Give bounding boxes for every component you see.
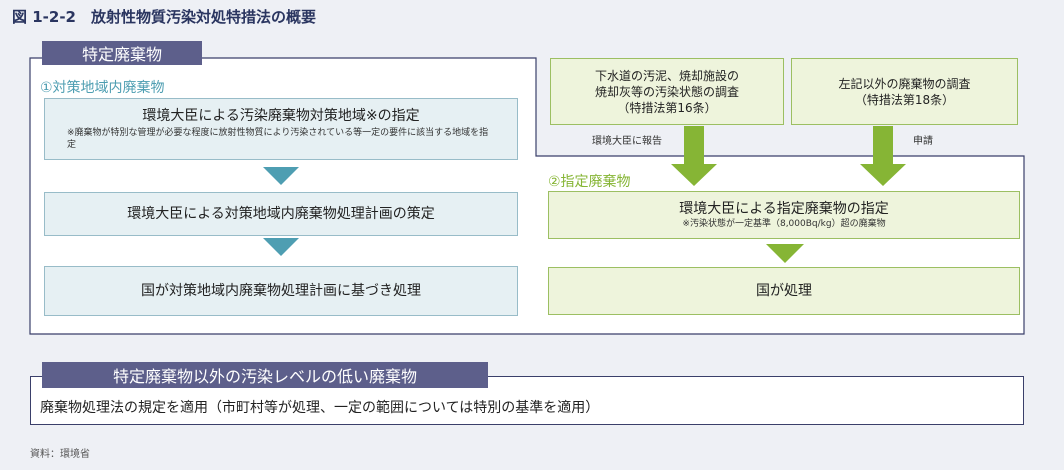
plan-box: 環境大臣による対策地域内廃棄物処理計画の策定 <box>44 192 518 236</box>
report-label: 環境大臣に報告 <box>592 136 662 147</box>
subsection1-label: ①対策地域内廃棄物 <box>40 80 165 96</box>
state-disposal-box: 国が処理 <box>548 267 1020 315</box>
arrow-down-icon <box>766 244 804 263</box>
designated-waste-box: 環境大臣による指定廃棄物の指定 ※汚染状態が一定基準（8,000Bq/kg）超の… <box>548 191 1020 239</box>
designation-box: 環境大臣による汚染廃棄物対策地域※の指定 ※廃棄物が特別な管理が必要な程度に放射… <box>44 98 518 160</box>
section2-text: 廃棄物処理法の規定を適用（市町村等が処理、一定の範囲については特別の基準を適用） <box>40 400 600 416</box>
survey-box-right: 左記以外の廃棄物の調査 （特措法第18条） <box>791 58 1018 125</box>
designation-note: ※廃棄物が特別な管理が必要な程度に放射性物質により汚染されている等一定の要件に該… <box>67 128 489 150</box>
disposal-text: 国が対策地域内廃棄物処理計画に基づき処理 <box>141 283 421 299</box>
section1-label: 特定廃棄物 <box>42 41 202 65</box>
arrow-down-icon <box>671 126 717 186</box>
source-note: 資料：環境省 <box>30 449 90 460</box>
apply-label: 申請 <box>913 136 933 147</box>
arrow-down-icon <box>860 126 906 186</box>
figure-title: 図 1-2-2 放射性物質汚染対処特措法の概要 <box>12 8 316 26</box>
designation-text: 環境大臣による汚染廃棄物対策地域※の指定 <box>142 108 420 124</box>
disposal-box: 国が対策地域内廃棄物処理計画に基づき処理 <box>44 266 518 316</box>
arrow-down-icon <box>263 238 299 256</box>
survey-box-left: 下水道の汚泥、焼却施設の 焼却灰等の汚染状態の調査 （特措法第16条） <box>550 58 784 125</box>
arrow-down-icon <box>263 167 299 185</box>
subsection2-label: ②指定廃棄物 <box>548 174 631 190</box>
section2-label: 特定廃棄物以外の汚染レベルの低い廃棄物 <box>42 362 488 388</box>
plan-text: 環境大臣による対策地域内廃棄物処理計画の策定 <box>127 206 435 222</box>
